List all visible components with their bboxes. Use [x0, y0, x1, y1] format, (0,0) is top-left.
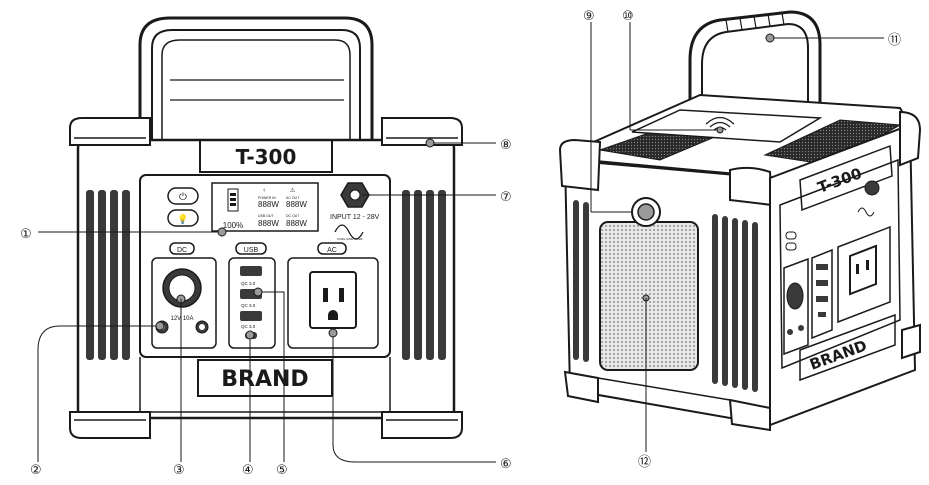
front-view: T-300 ⏻ 💡 100% POWER IN 888W AC OUT 888W… — [69, 16, 463, 439]
callout-2: ② — [30, 463, 42, 478]
left-grille — [86, 190, 130, 360]
lcd-label-usb-out: USB OUT — [258, 214, 274, 218]
callout-10: ⑩ — [622, 9, 634, 24]
lcd-label-dc-out: DC OUT — [286, 214, 300, 218]
usb-label: USB — [244, 247, 259, 254]
iso-sine-icon — [857, 207, 875, 217]
callout-numbers: ① ② ③ ④ ⑤ ⑥ ⑦ ⑧ ⑨ ⑩ ⑪ ⑫ — [20, 9, 901, 478]
callout-7: ⑦ — [500, 190, 512, 205]
ac-tag — [317, 242, 347, 255]
iso-view: T-300 BRAND — [558, 10, 922, 432]
lcd-display: 100% POWER IN 888W AC OUT 888W USB OUT 8… — [211, 182, 319, 232]
lcd-bulb-icon: ♀ — [262, 188, 267, 194]
callout-5: ⑤ — [276, 463, 288, 478]
qc-label-1: QC 3.0 — [241, 281, 256, 286]
dc-label: DC — [177, 247, 187, 254]
callout-12: ⑫ — [638, 455, 651, 470]
brand-name: BRAND — [221, 367, 308, 392]
callout-10-dot — [716, 126, 724, 134]
front-handle — [138, 16, 374, 140]
ac-outlet[interactable] — [309, 271, 357, 329]
front-bumpers — [69, 117, 463, 439]
model-name: T-300 — [236, 145, 297, 169]
lcd-label-ac-out: AC OUT — [286, 196, 300, 200]
lcd-warning-icon: ⚠ — [290, 187, 296, 194]
dc-section — [151, 257, 217, 349]
iso-light-button[interactable] — [785, 242, 797, 251]
iso-control-panel — [779, 158, 901, 370]
lower-frame — [139, 357, 391, 413]
callout-4: ④ — [242, 463, 254, 478]
side-fan-mesh — [599, 221, 699, 371]
battery-percent: 100% — [223, 221, 243, 230]
input-port-socket — [349, 189, 361, 201]
brand-plate — [197, 359, 333, 397]
pure-sine-label: PURE SINE WAVE — [337, 237, 363, 241]
lcd-value-usb-out: 888W — [258, 219, 279, 228]
iso-power-button[interactable] — [785, 231, 797, 240]
callout-leaders — [37, 22, 884, 463]
iso-dc-section — [783, 257, 809, 356]
control-panel — [139, 174, 391, 358]
usb-port-3[interactable] — [240, 311, 262, 321]
iso-front-face — [769, 123, 917, 427]
iso-side-slots — [573, 200, 758, 392]
callout-9: ⑨ — [583, 9, 595, 24]
usb-section — [228, 257, 276, 349]
power-icon: ⏻ — [179, 192, 187, 203]
usb-tag — [235, 242, 267, 255]
dc-output-rating: 12V 10A — [170, 316, 193, 322]
iso-brand-plate — [799, 313, 896, 382]
qc-label-2: QC 3.0 — [241, 303, 256, 308]
callout-1: ① — [20, 227, 32, 242]
power-button[interactable] — [167, 187, 199, 205]
callout-3: ③ — [173, 463, 185, 478]
lcd-value-power-in: 888W — [258, 200, 279, 209]
iso-ac-section — [837, 225, 891, 324]
lcd-label-power-in: POWER IN — [258, 196, 276, 200]
lcd-value-dc-out: 888W — [286, 219, 307, 228]
callout-11: ⑪ — [888, 33, 901, 48]
lcd-value-ac-out: 888W — [286, 200, 307, 209]
iso-usb-section — [811, 248, 833, 340]
iso-model-plate — [799, 144, 893, 212]
usb-port-1[interactable] — [240, 266, 262, 276]
callout-8: ⑧ — [500, 138, 512, 153]
bulb-icon: 💡 — [177, 213, 188, 224]
right-grille — [402, 190, 446, 360]
iso-input-port[interactable] — [864, 180, 880, 196]
input-label: INPUT 12 - 28V — [330, 214, 380, 221]
model-plate — [199, 139, 333, 173]
callout-6: ⑥ — [500, 457, 512, 472]
iso-cigarette-socket[interactable] — [786, 282, 804, 310]
qc-label-3: QC 3.0 — [241, 324, 256, 329]
sine-wave-icon — [334, 224, 364, 240]
wireless-charging-pad[interactable] — [631, 109, 823, 143]
dc-tag — [169, 242, 195, 255]
ac-label: AC — [327, 247, 337, 254]
iso-ac-outlet[interactable] — [849, 244, 877, 296]
light-button[interactable] — [167, 209, 199, 227]
